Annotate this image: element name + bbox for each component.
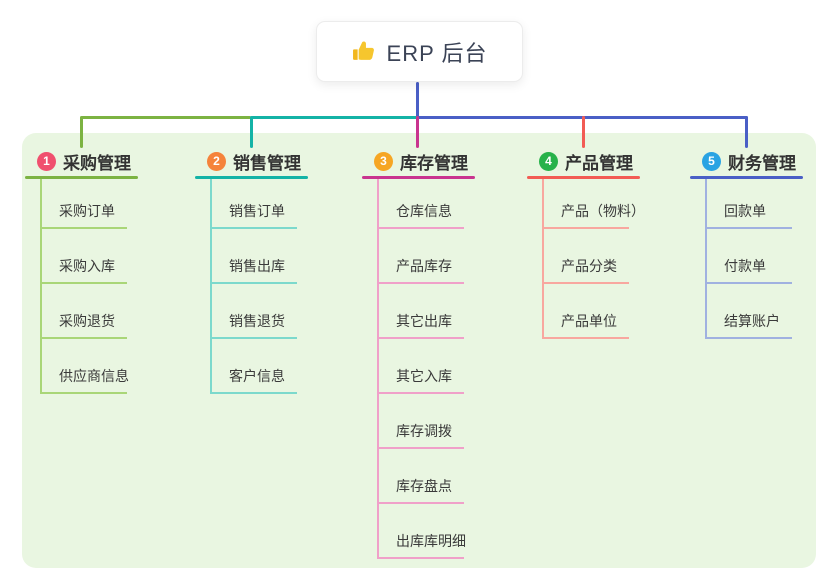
branch-title-label: 财务管理 (728, 153, 796, 173)
node-receipt-doc[interactable]: 回款单 (707, 179, 792, 229)
node-product-unit[interactable]: 产品单位 (544, 284, 629, 339)
branch-number-badge: 5 (702, 151, 721, 171)
branch-children: 产品（物料） 产品分类 产品单位 (542, 179, 645, 339)
child-label: 出库库明细 (396, 533, 466, 549)
node-warehouse-info[interactable]: 仓库信息 (379, 179, 464, 229)
drop-line-finance (745, 116, 748, 148)
root-node-erp-backend[interactable]: ERP 后台 (316, 21, 523, 82)
child-label: 销售订单 (229, 203, 285, 219)
node-purchase-inbound[interactable]: 采购入库 (42, 229, 127, 284)
drop-line-sales (250, 116, 253, 148)
branch-number-badge: 2 (207, 151, 226, 171)
node-other-inbound[interactable]: 其它入库 (379, 339, 464, 394)
child-label: 其它出库 (396, 313, 452, 329)
branch-children: 仓库信息 产品库存 其它出库 其它入库 库存调拨 库存盘点 出库库明细 (377, 179, 466, 559)
child-label: 库存调拨 (396, 423, 452, 439)
branch-children: 采购订单 采购入库 采购退货 供应商信息 (40, 179, 129, 394)
child-label: 结算账户 (724, 313, 780, 329)
child-label: 销售退货 (229, 313, 285, 329)
child-label: 产品库存 (396, 258, 452, 274)
node-other-outbound[interactable]: 其它出库 (379, 284, 464, 339)
branch-underline (195, 176, 308, 179)
branch-purchase: 1 采购管理 采购订单 采购入库 采购退货 供应商信息 (25, 146, 138, 394)
branch-number-badge: 4 (539, 151, 558, 171)
node-finance-management[interactable]: 5 财务管理 (690, 146, 803, 176)
drop-line-inventory (416, 116, 419, 148)
child-label: 产品（物料） (561, 203, 645, 219)
node-customer-info[interactable]: 客户信息 (212, 339, 297, 394)
branch-sales: 2 销售管理 销售订单 销售出库 销售退货 客户信息 (195, 146, 308, 394)
root-node-title: ERP 后台 (386, 40, 488, 66)
child-label: 库存盘点 (396, 478, 452, 494)
node-product-management[interactable]: 4 产品管理 (527, 146, 640, 176)
branch-finance: 5 财务管理 回款单 付款单 结算账户 (690, 146, 803, 339)
bus-line-purchase (81, 116, 251, 119)
node-sales-order[interactable]: 销售订单 (212, 179, 297, 229)
child-label: 供应商信息 (59, 368, 129, 384)
node-inventory-management[interactable]: 3 库存管理 (362, 146, 475, 176)
branch-children: 回款单 付款单 结算账户 (705, 179, 792, 339)
child-label: 采购退货 (59, 313, 115, 329)
branch-number-badge: 1 (37, 151, 56, 171)
node-purchase-order[interactable]: 采购订单 (42, 179, 127, 229)
child-label: 产品分类 (561, 258, 617, 274)
node-settlement-account[interactable]: 结算账户 (707, 284, 792, 339)
child-label: 采购订单 (59, 203, 115, 219)
node-product-category[interactable]: 产品分类 (544, 229, 629, 284)
child-label: 销售出库 (229, 258, 285, 274)
drop-line-purchase (80, 116, 83, 148)
node-product-material[interactable]: 产品（物料） (544, 179, 645, 229)
branch-title-label: 库存管理 (400, 153, 468, 173)
node-sales-management[interactable]: 2 销售管理 (195, 146, 308, 176)
branch-inventory: 3 库存管理 仓库信息 产品库存 其它出库 其它入库 库存调拨 库存盘点 出库库… (362, 146, 475, 559)
drop-line-product (582, 116, 585, 148)
child-label: 客户信息 (229, 368, 285, 384)
child-label: 采购入库 (59, 258, 115, 274)
group-panel (22, 133, 816, 568)
child-label: 其它入库 (396, 368, 452, 384)
branch-number-badge: 3 (374, 151, 393, 171)
child-label: 产品单位 (561, 313, 617, 329)
branch-title-label: 采购管理 (63, 153, 131, 173)
branch-underline (25, 176, 138, 179)
branch-children: 销售订单 销售出库 销售退货 客户信息 (210, 179, 297, 394)
branch-title-label: 产品管理 (565, 153, 633, 173)
node-supplier-info[interactable]: 供应商信息 (42, 339, 129, 394)
branch-underline (690, 176, 803, 179)
node-product-stock[interactable]: 产品库存 (379, 229, 464, 284)
root-connector-line (416, 82, 419, 119)
node-sales-return[interactable]: 销售退货 (212, 284, 297, 339)
node-purchase-return[interactable]: 采购退货 (42, 284, 127, 339)
node-outbound-detail[interactable]: 出库库明细 (379, 504, 466, 559)
node-purchase-management[interactable]: 1 采购管理 (25, 146, 138, 176)
branch-underline (362, 176, 475, 179)
child-label: 付款单 (724, 258, 766, 274)
bus-line-sales (251, 116, 418, 119)
branch-product: 4 产品管理 产品（物料） 产品分类 产品单位 (527, 146, 645, 339)
child-label: 仓库信息 (396, 203, 452, 219)
node-sales-outbound[interactable]: 销售出库 (212, 229, 297, 284)
child-label: 回款单 (724, 203, 766, 219)
branch-underline (527, 176, 640, 179)
node-stock-count[interactable]: 库存盘点 (379, 449, 464, 504)
branch-title-label: 销售管理 (233, 153, 301, 173)
node-payment-doc[interactable]: 付款单 (707, 229, 792, 284)
thumbs-up-icon (352, 39, 377, 64)
node-stock-transfer[interactable]: 库存调拨 (379, 394, 464, 449)
